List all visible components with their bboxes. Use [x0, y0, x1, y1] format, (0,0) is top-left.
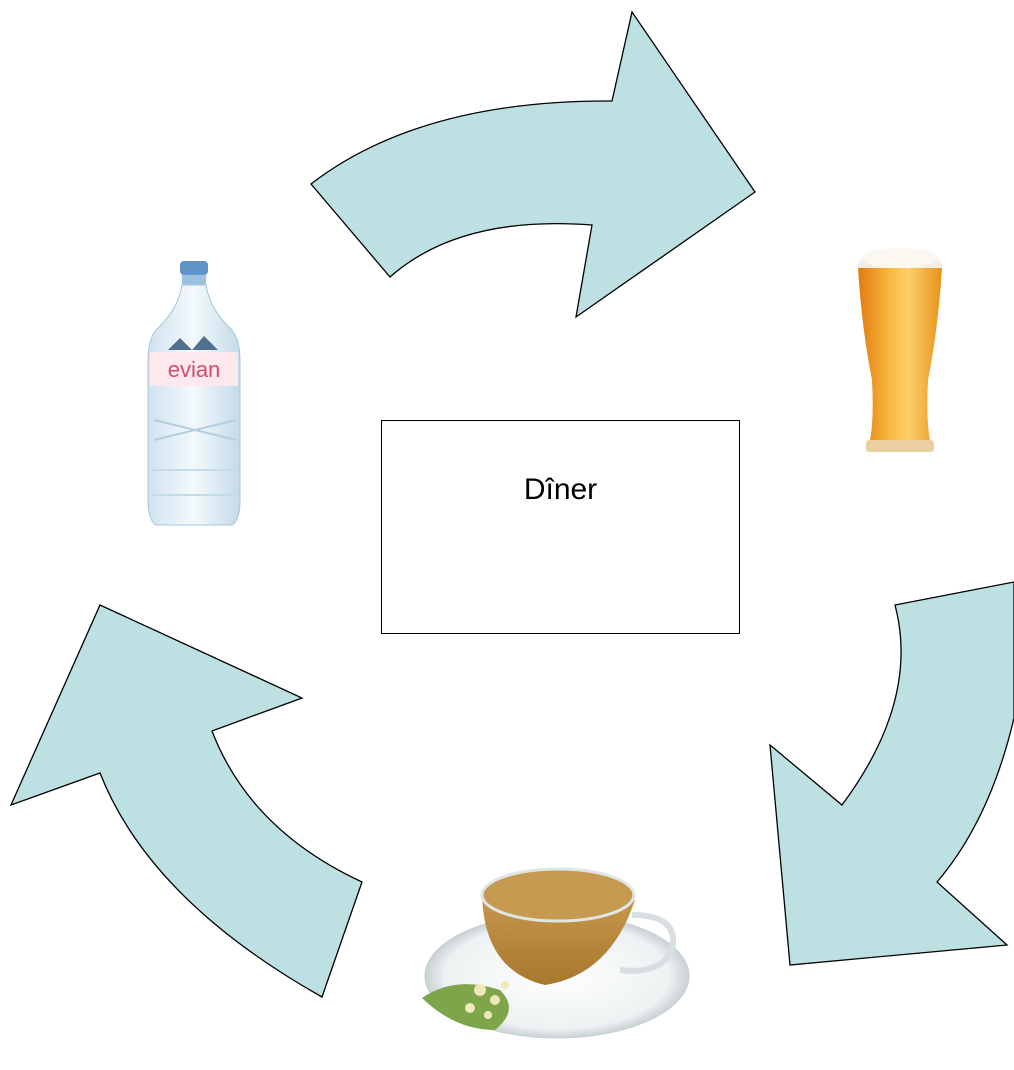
tea-cup-icon — [422, 869, 689, 1038]
beer-glass-icon — [858, 248, 942, 452]
water-bottle-icon: evian — [148, 261, 240, 525]
bottle-brand-text: evian — [168, 357, 221, 382]
bottle-cap — [180, 261, 208, 275]
arrow-top — [311, 12, 755, 317]
beer-glass-base — [866, 440, 934, 452]
bottle-neck-ring — [182, 275, 206, 285]
arrow-right — [770, 582, 1014, 965]
arrow-left — [11, 605, 362, 997]
tea-surface — [482, 869, 634, 921]
center-box: Dîner — [381, 420, 740, 634]
beer-liquid — [858, 268, 942, 440]
bottle-body — [148, 285, 240, 525]
center-label: Dîner — [382, 473, 739, 507]
